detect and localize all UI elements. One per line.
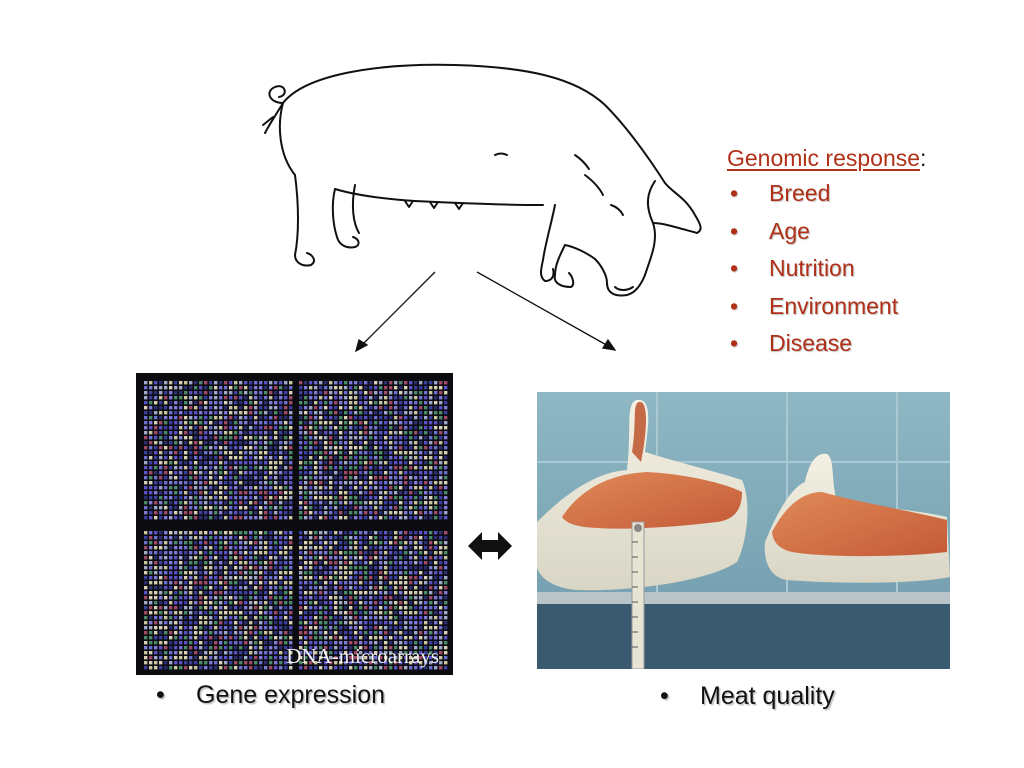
gene-expression-label: •Gene expression: [156, 681, 386, 709]
genomic-response-list: Genomic response: •Breed •Age •Nutrition…: [727, 141, 1017, 363]
genomic-response-heading: Genomic response:: [727, 145, 927, 171]
meat-sample-photo: [537, 392, 950, 669]
dna-microarray-image: DNA-microarrays: [136, 373, 453, 675]
microarray-caption: DNA-microarrays: [286, 644, 439, 668]
list-item: •Age: [730, 217, 810, 244]
microarray-spots: [144, 381, 448, 670]
list-item: •Environment: [730, 292, 899, 319]
list-item: •Nutrition: [730, 255, 855, 281]
diverging-arrows-icon: [354, 271, 617, 353]
meat-quality-label: •Meat quality: [660, 682, 835, 710]
pig-illustration: [262, 63, 702, 297]
list-item: •Disease: [730, 330, 853, 356]
left-right-arrow-icon: [468, 532, 512, 560]
list-item: •Breed: [730, 180, 831, 206]
